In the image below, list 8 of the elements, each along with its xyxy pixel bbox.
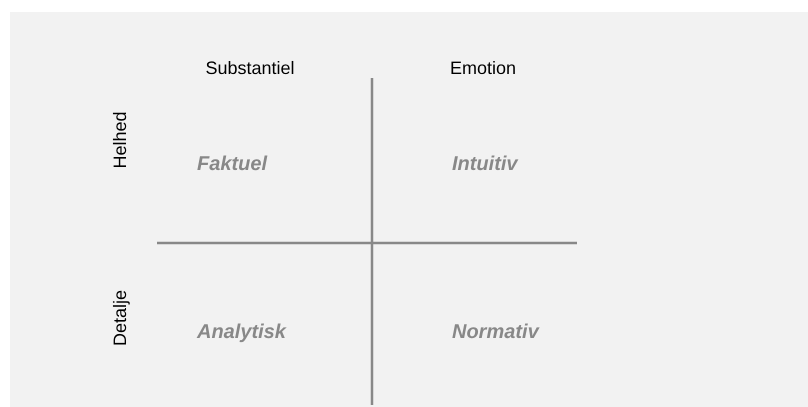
quadrant-label: Intuitiv [452,154,518,174]
row-header: Helhed [111,111,129,169]
quadrant-label: Analytisk [197,322,286,342]
column-header: Substantiel [205,59,295,77]
quadrant-label: Normativ [452,322,539,342]
quadrant-label: Faktuel [197,154,268,174]
row-header: Detalje [111,290,129,346]
column-header: Emotion [450,59,516,77]
